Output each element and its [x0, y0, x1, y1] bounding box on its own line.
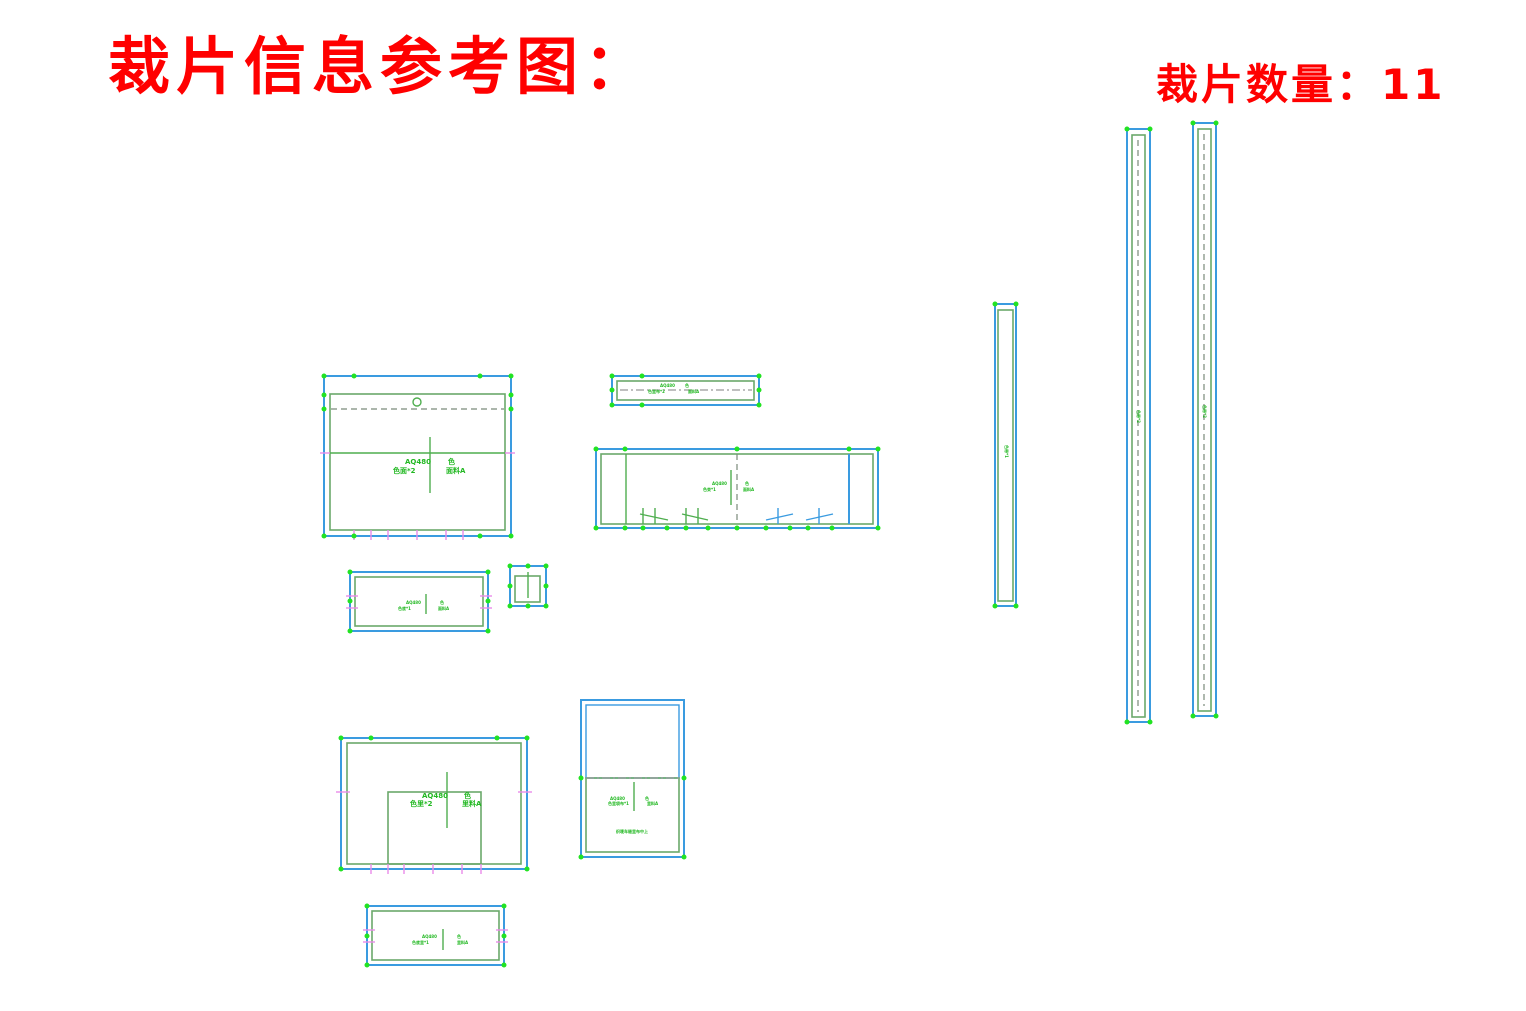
- piece-color: 色: [457, 933, 461, 939]
- piece-code: AQ480: [422, 792, 448, 800]
- piece-fabric: 里料A: [462, 799, 482, 808]
- piece-part: 色里*2: [410, 799, 433, 808]
- pattern-piece-tab: [507, 563, 549, 609]
- piece-part: 色底里*1: [412, 939, 429, 945]
- piece-part: 色带*1: [1004, 445, 1010, 458]
- pattern-piece-strap-short: 色带*1: [992, 301, 1019, 609]
- pattern-piece-strap-long-1: 色带*2: [1124, 126, 1153, 725]
- piece-part: 色底*1: [398, 605, 411, 611]
- pattern-piece-pocket: AQ480 色里袋布*1 色 里料A 织唛车缝里布中上: [578, 699, 687, 860]
- piece-code: AQ480: [405, 458, 431, 466]
- piece-color: 色: [464, 791, 471, 800]
- pattern-piece-lining: AQ480 色里*2 色 里料A: [336, 735, 532, 874]
- piece-count-value: 11: [1381, 60, 1446, 109]
- piece-code: AQ480: [422, 934, 437, 939]
- piece-code: AQ480: [610, 796, 625, 801]
- pattern-piece-gusset: AQ480 色束*1 色 面料A: [593, 446, 881, 531]
- pattern-piece-base: AQ480 色底*1 色 面料A: [346, 569, 492, 634]
- pattern-piece-strip: AQ480 色里布*2 色 面料A: [609, 373, 762, 408]
- piece-count-label: 裁片数量：: [1156, 60, 1382, 109]
- pattern-piece-strap-long-2: 色带*2: [1190, 120, 1219, 719]
- piece-code: AQ480: [660, 383, 675, 388]
- piece-color: 色: [645, 795, 649, 801]
- piece-note: 织唛车缝里布中上: [616, 828, 648, 834]
- piece-color: 色: [685, 382, 689, 388]
- piece-part: 色里布*2: [648, 388, 665, 394]
- piece-color: 色: [440, 599, 444, 605]
- piece-color: 色: [448, 457, 455, 466]
- piece-part: 色带*2: [1202, 405, 1208, 418]
- pattern-piece-base-lining: AQ480 色底里*1 色 里料A: [363, 903, 508, 968]
- piece-fabric: 面料A: [743, 486, 755, 492]
- piece-fabric: 面料A: [446, 466, 466, 475]
- piece-count: 裁片数量：11: [1156, 64, 1445, 106]
- piece-color: 色: [745, 480, 749, 486]
- piece-fabric: 里料A: [647, 800, 659, 806]
- piece-fabric: 面料A: [688, 388, 700, 394]
- pattern-piece-front: AQ480 色面*2 色 面料A: [320, 373, 515, 540]
- piece-part: 色面*2: [393, 466, 416, 475]
- piece-part: 色带*2: [1136, 410, 1142, 423]
- piece-fabric: 面料A: [438, 605, 450, 611]
- piece-code: AQ480: [406, 600, 421, 605]
- piece-part: 色束*1: [703, 486, 716, 492]
- piece-code: AQ480: [712, 481, 727, 486]
- piece-fabric: 里料A: [457, 939, 469, 945]
- page-title: 裁片信息参考图：: [108, 30, 653, 103]
- piece-part: 色里袋布*1: [608, 800, 629, 806]
